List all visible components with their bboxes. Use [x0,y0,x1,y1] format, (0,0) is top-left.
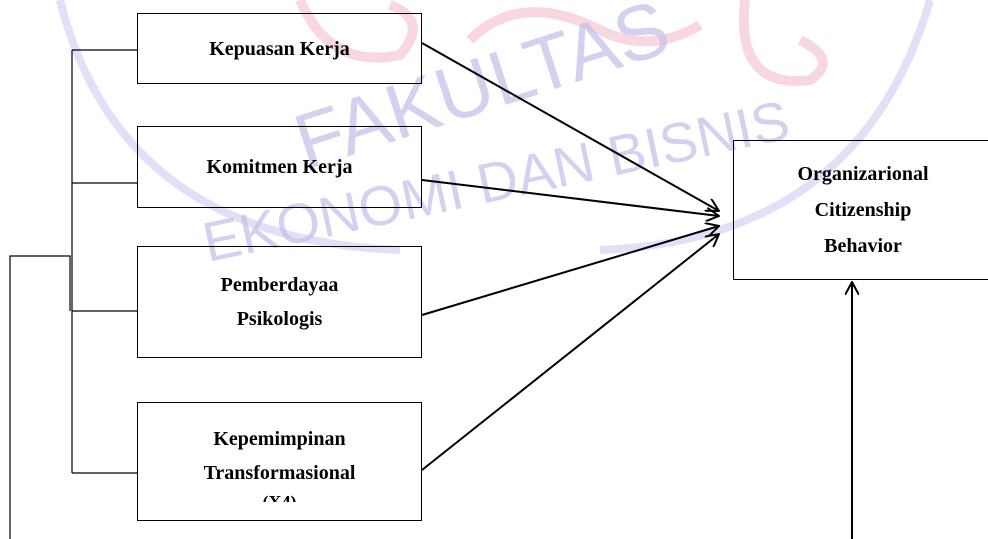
label-pemberdayaa: Pemberdayaa [220,274,339,296]
label-kepemimpinan: Kepemimpinan [213,428,346,450]
label-psikologis: Psikologis [236,308,323,330]
label-transformasional: Transformasional [203,462,356,484]
box-kepuasan-kerja: Kepuasan Kerja [137,13,422,84]
label-komitmen-kerja: Komitmen Kerja [206,156,353,178]
label-kepuasan-kerja: Kepuasan Kerja [209,37,350,60]
label-citizenship: Citizenship [814,199,912,221]
label-organizarional: Organizarional [797,163,929,185]
box-kepemimpinan-transformasional: Kepemimpinan Transformasional (X4) [137,402,422,521]
box-organizational-citizenship-behavior: Organizarional Citizenship Behavior [733,140,988,280]
box-pemberdayaan-psikologis: Pemberdayaa Psikologis [137,246,422,358]
arrow-v1-to-ocb [421,42,719,211]
arrow-v4-to-ocb [421,234,719,471]
box-komitmen-kerja: Komitmen Kerja [137,126,422,208]
label-x4-cut: (X4) [262,492,297,502]
arrow-v3-to-ocb [421,226,719,316]
label-behavior: Behavior [824,235,902,257]
arrow-v2-to-ocb [421,179,719,216]
moderator-line [9,255,71,539]
